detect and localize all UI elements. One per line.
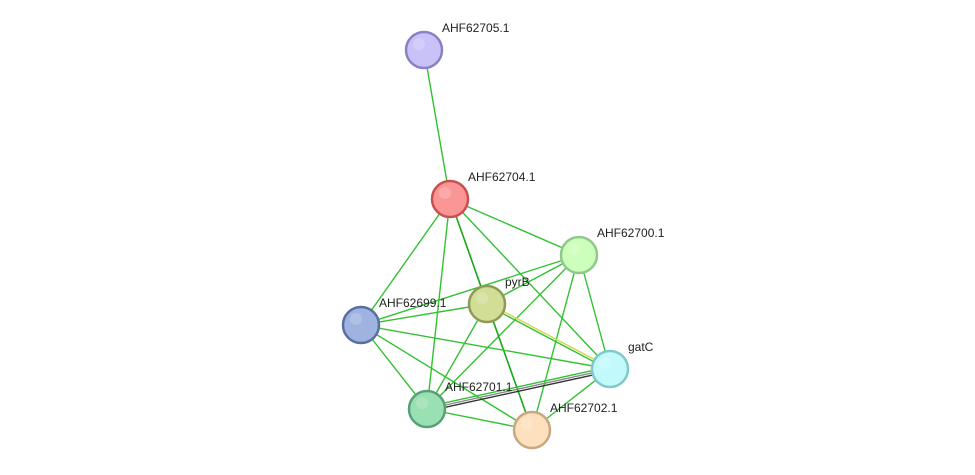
node-label-ahf62699-1: AHF62699.1 bbox=[379, 296, 447, 310]
edge-ahf62699-1-ahf62702-1 bbox=[360, 324, 533, 431]
edge-pyrb-gatc-1 bbox=[486, 304, 610, 371]
node-label-ahf62702-1: AHF62702.1 bbox=[550, 401, 618, 415]
node-ahf62705-1[interactable] bbox=[404, 30, 444, 70]
node-gatc[interactable] bbox=[590, 349, 630, 389]
node-highlight-pyrb bbox=[476, 292, 488, 304]
edge-ahf62704-1-ahf62699-1 bbox=[360, 198, 451, 326]
edge-ahf62700-1-ahf62702-1 bbox=[531, 254, 580, 431]
edge-ahf62699-1-gatc bbox=[360, 324, 611, 370]
edge-layer bbox=[360, 49, 611, 431]
node-layer bbox=[341, 30, 630, 450]
node-ahf62701-1[interactable] bbox=[407, 389, 447, 429]
node-highlight-ahf62700-1 bbox=[568, 243, 580, 255]
node-ahf62702-1[interactable] bbox=[512, 410, 552, 450]
node-highlight-ahf62704-1 bbox=[439, 187, 451, 199]
node-label-ahf62705-1: AHF62705.1 bbox=[442, 21, 510, 35]
edge-ahf62700-1-ahf62699-1 bbox=[360, 254, 580, 326]
node-highlight-ahf62702-1 bbox=[521, 418, 533, 430]
edge-gatc-ahf62701-1-1 bbox=[426, 368, 611, 410]
edge-ahf62704-1-gatc bbox=[449, 198, 611, 370]
edge-gatc-ahf62701-1-2 bbox=[426, 366, 610, 408]
edge-gatc-ahf62701-1-0 bbox=[427, 370, 611, 412]
edge-ahf62705-1-ahf62704-1 bbox=[423, 49, 451, 200]
edge-ahf62700-1-gatc bbox=[578, 254, 611, 370]
node-highlight-ahf62701-1 bbox=[416, 397, 428, 409]
node-label-ahf62704-1: AHF62704.1 bbox=[468, 170, 536, 184]
edge-ahf62704-1-ahf62700-1 bbox=[449, 198, 580, 256]
edge-pyrb-ahf62699-1 bbox=[360, 303, 488, 326]
edge-pyrb-gatc-0 bbox=[487, 302, 611, 369]
node-highlight-ahf62699-1 bbox=[350, 313, 362, 325]
node-label-pyrb: pyrB bbox=[505, 275, 530, 289]
edge-ahf62700-1-ahf62701-1 bbox=[426, 254, 580, 410]
node-highlight-gatc bbox=[599, 357, 611, 369]
node-ahf62704-1[interactable] bbox=[430, 179, 470, 219]
node-label-gatc: gatC bbox=[628, 340, 654, 354]
node-label-ahf62701-1: AHF62701.1 bbox=[445, 380, 513, 394]
node-pyrb[interactable] bbox=[467, 284, 507, 324]
edge-pyrb-ahf62702-1 bbox=[486, 303, 533, 431]
node-label-ahf62700-1: AHF62700.1 bbox=[597, 226, 665, 240]
edge-ahf62704-1-ahf62701-1 bbox=[426, 198, 451, 410]
node-highlight-ahf62705-1 bbox=[413, 38, 425, 50]
node-ahf62699-1[interactable] bbox=[341, 305, 381, 345]
edge-pyrb-ahf62701-1 bbox=[426, 303, 488, 410]
node-ahf62700-1[interactable] bbox=[559, 235, 599, 275]
